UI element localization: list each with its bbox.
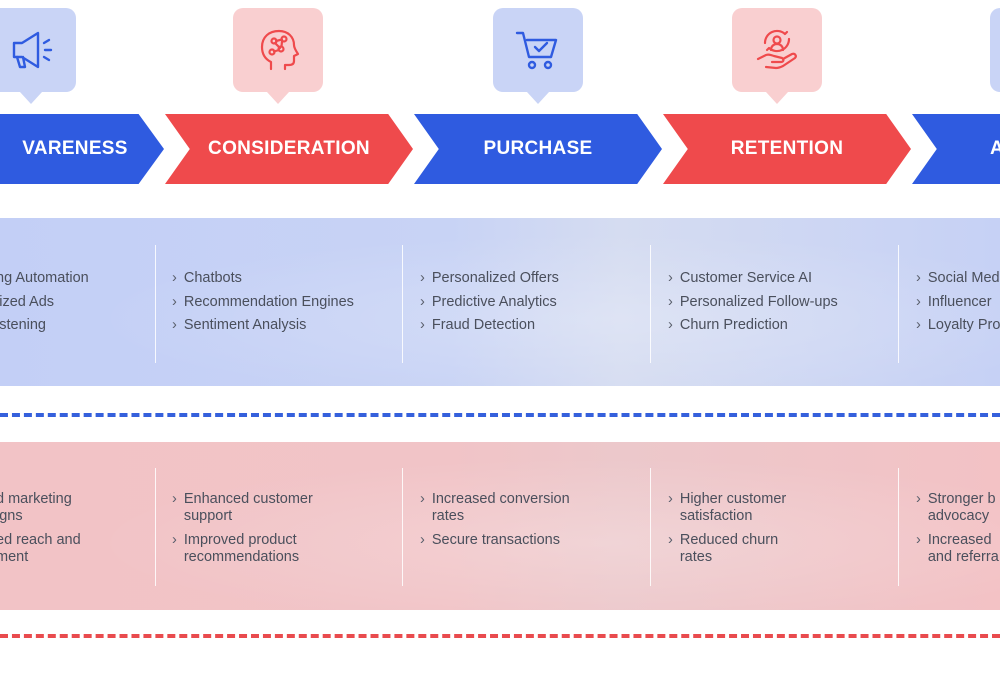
retention-icon-card [732, 8, 822, 92]
red-dashed-separator [0, 634, 1000, 638]
ai-head-icon [260, 29, 300, 71]
list-item: ›Fraud Detection [420, 317, 536, 333]
list-item: istening [0, 317, 46, 333]
list-item: ›Recommendation Engines [172, 293, 354, 310]
stage-advocacy-label: A [990, 138, 1000, 159]
list-item: lized Ads [0, 293, 55, 310]
column-divider [155, 245, 156, 363]
tools-column-consideration: ›Chatbots ›Recommendation Engines ›Senti… [172, 270, 354, 341]
stage-retention: RETENTION [663, 114, 911, 184]
stage-consideration-label: CONSIDERATION [208, 138, 370, 159]
stage-awareness: VARENESS [0, 114, 164, 184]
stage-purchase-label: PURCHASE [483, 138, 593, 159]
list-item: ›Influencer [916, 293, 992, 310]
tools-column-retention: ›Customer Service AI ›Personalized Follo… [668, 270, 838, 341]
stage-purchase: PURCHASE [414, 114, 662, 184]
list-item: ›Chatbots [172, 270, 242, 286]
tools-column-purchase: ›Personalized Offers ›Predictive Analyti… [420, 270, 559, 341]
tools-column-advocacy: ›Social Med ›Influencer ›Loyalty Pro [916, 270, 1000, 341]
ai-tools-band [0, 218, 1000, 386]
column-divider [650, 468, 651, 586]
list-item: d marketingigns [0, 491, 72, 524]
customer-care-icon [756, 29, 797, 70]
column-divider [650, 245, 651, 363]
list-item: ng Automation [0, 270, 89, 286]
consideration-icon-card [233, 8, 323, 92]
stage-consideration: CONSIDERATION [165, 114, 413, 184]
column-divider [898, 245, 899, 363]
column-divider [402, 468, 403, 586]
stage-advocacy: A [912, 114, 1000, 184]
tools-column-awareness: ng Automation lized Ads istening [0, 270, 89, 341]
column-divider [402, 245, 403, 363]
column-divider [155, 468, 156, 586]
list-item: ›Customer Service AI [668, 270, 813, 286]
benefits-band [0, 442, 1000, 610]
advocacy-icon-card [990, 8, 1000, 92]
list-item: ›Churn Prediction [668, 317, 788, 333]
list-item: ›Sentiment Analysis [172, 317, 307, 333]
awareness-icon-card [0, 8, 76, 92]
list-item: ›Loyalty Pro [916, 317, 1000, 333]
purchase-icon-card [493, 8, 583, 92]
list-item: ›Personalized Follow-ups [668, 293, 838, 310]
stage-awareness-label: VARENESS [22, 138, 128, 159]
stage-retention-label: RETENTION [730, 138, 844, 159]
list-item: ›Secure transactions [420, 532, 560, 548]
megaphone-icon [12, 31, 53, 69]
list-item: ›Personalized Offers [420, 270, 559, 286]
list-item: ›Social Med [916, 270, 1000, 286]
list-item: ›Predictive Analytics [420, 293, 557, 310]
shopping-cart-icon [515, 31, 558, 70]
column-divider [898, 468, 899, 586]
blue-dashed-separator [0, 413, 1000, 417]
